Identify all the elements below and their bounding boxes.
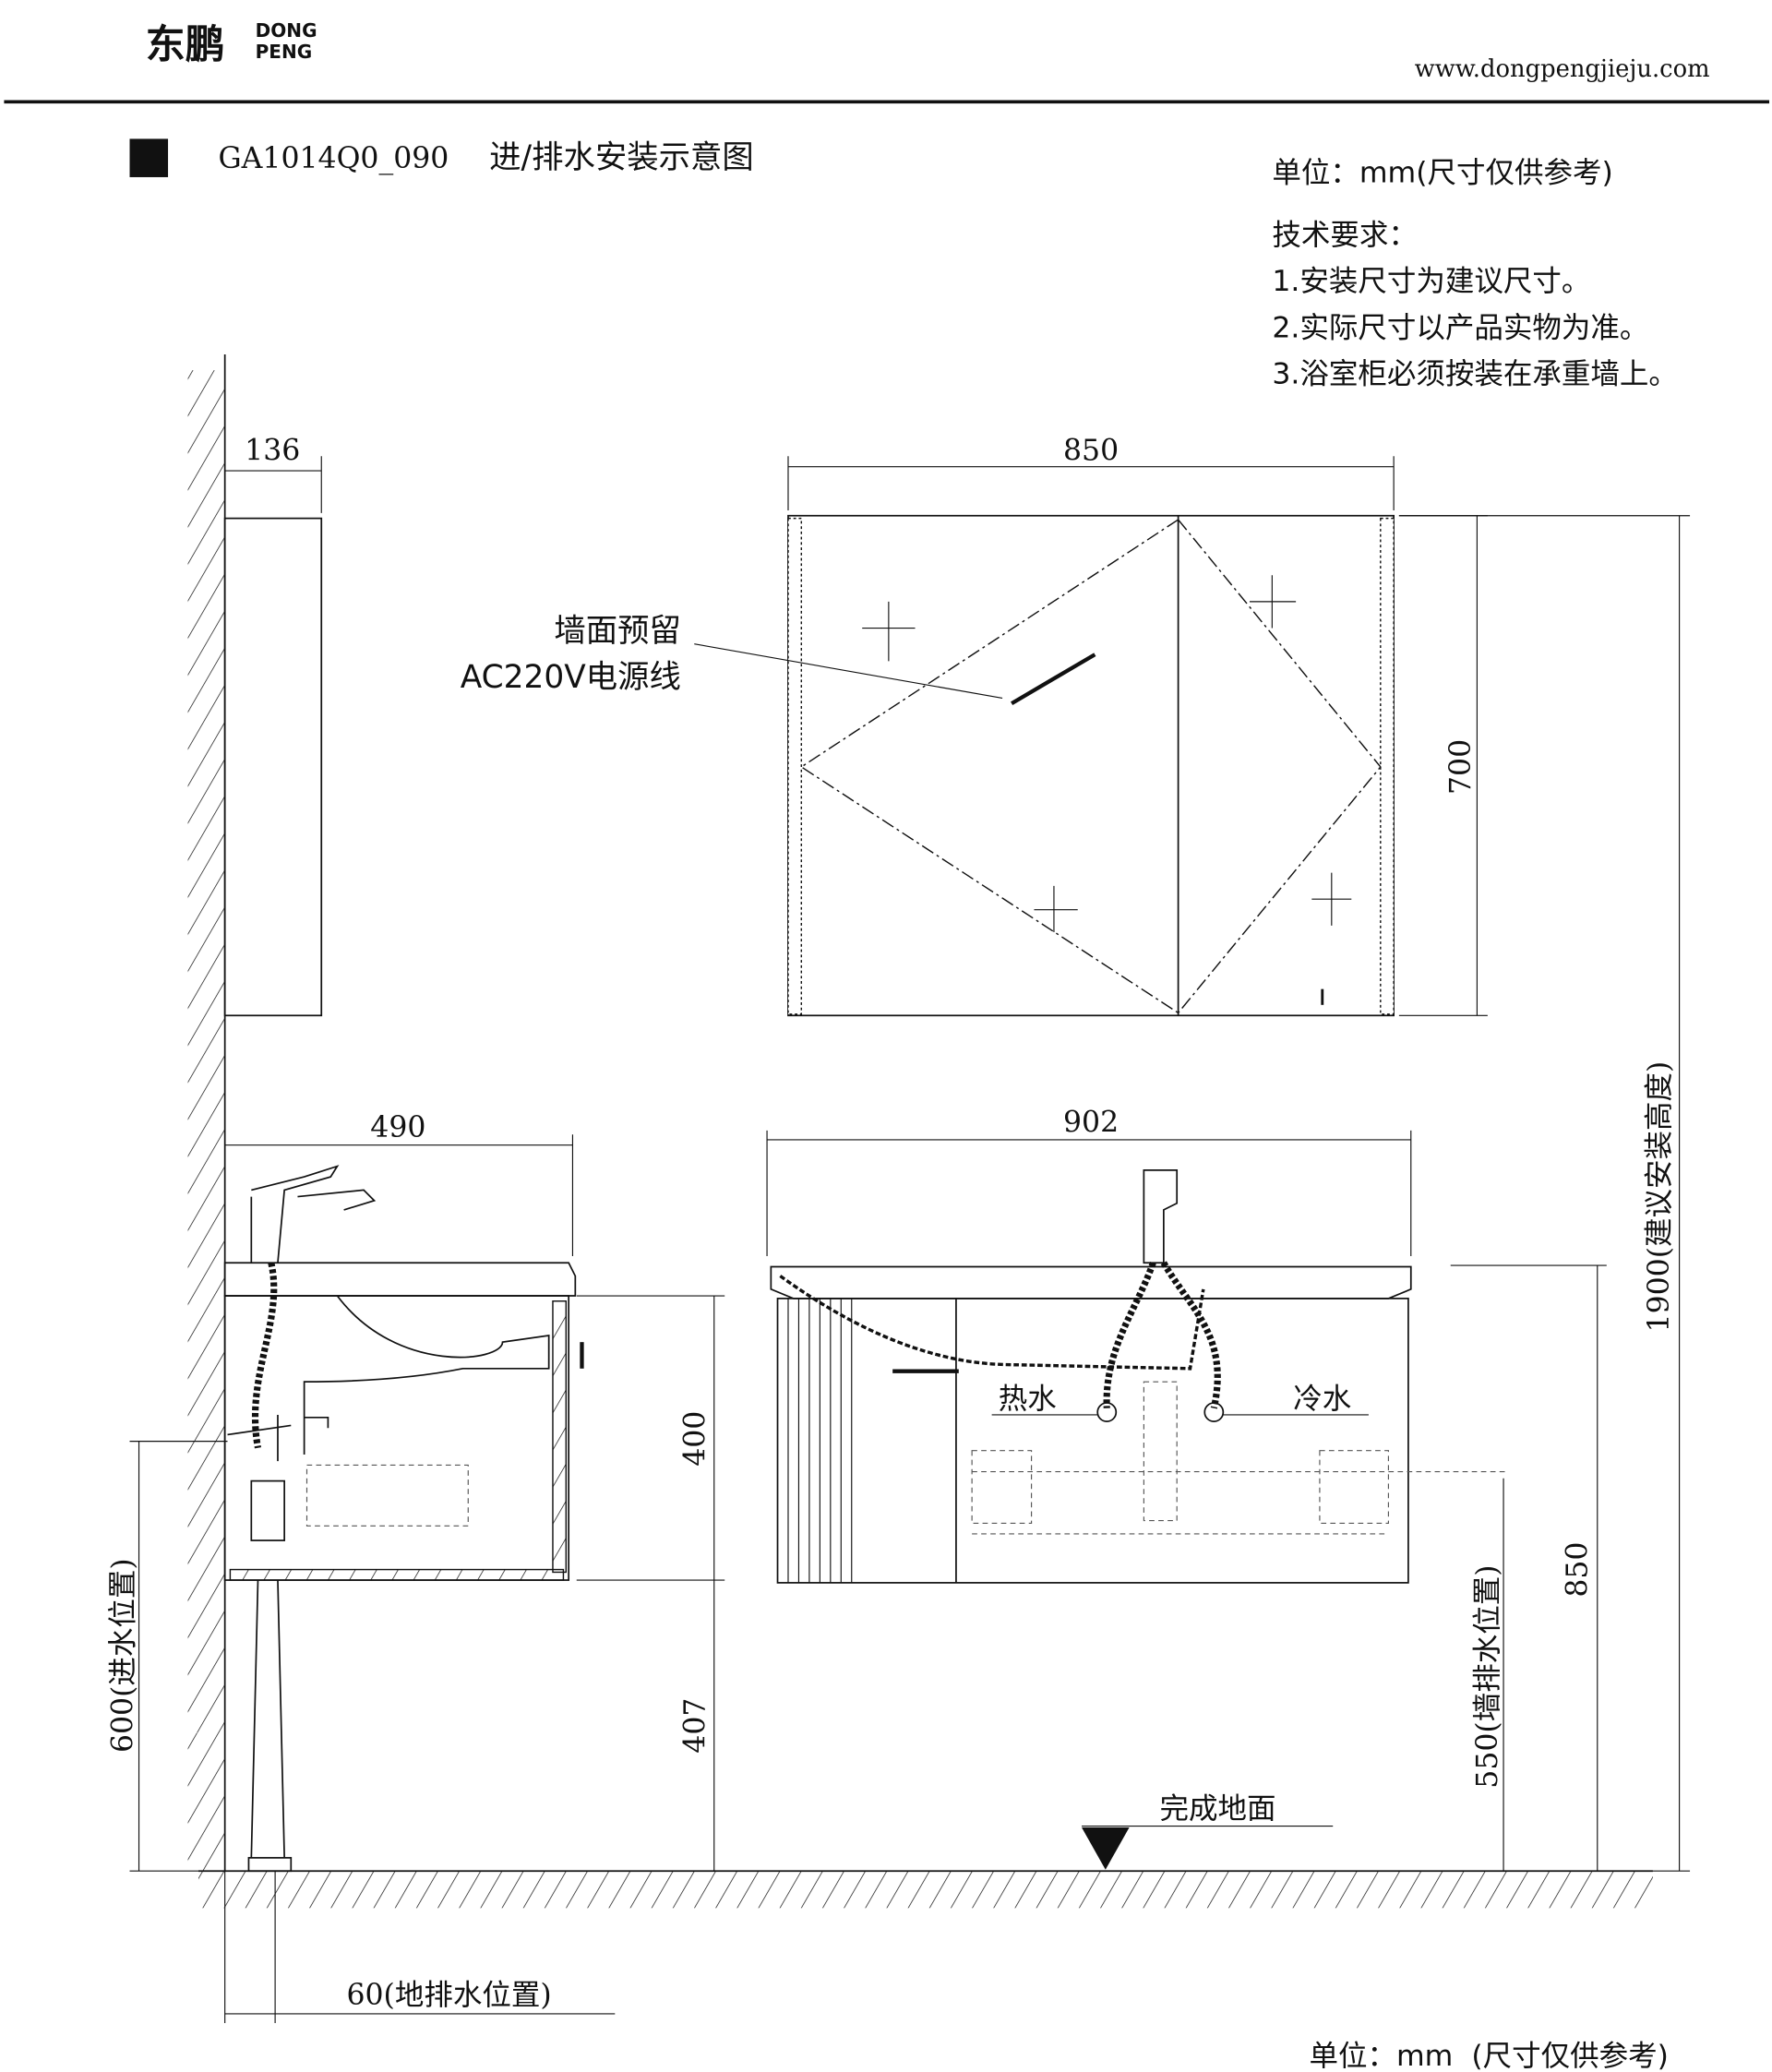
svg-text:东鹏: 东鹏 — [146, 22, 225, 68]
power-label-line1: 墙面预留 — [554, 613, 680, 650]
dim-mirror-height: 700 — [1444, 739, 1478, 795]
dim-inlet-position: 600(进水位置) — [106, 1558, 139, 1753]
tech-requirement: 2.实际尺寸以产品实物为准。 — [1272, 311, 1648, 344]
dim-cabinet-depth: 490 — [370, 1111, 425, 1144]
floor-level-marker-icon — [1082, 1826, 1130, 1870]
website-url: www.dongpengjieju.com — [1415, 55, 1710, 83]
tech-requirement: 1.安装尺寸为建议尺寸。 — [1272, 265, 1590, 298]
dim-cabinet-height: 400 — [679, 1411, 712, 1467]
hot-water-label: 热水 — [999, 1383, 1057, 1416]
dim-floor-drain: 60(地排水位置) — [346, 1979, 551, 2012]
dim-wall-drain: 550(墙排水位置) — [1471, 1565, 1504, 1789]
floor — [198, 1870, 1653, 1909]
tech-requirements-heading: 技术要求： — [1272, 219, 1418, 252]
svg-text:PENG: PENG — [256, 41, 313, 63]
dim-floor-gap: 407 — [679, 1698, 712, 1754]
dim-install-height: 1900(建议安装高度) — [1643, 1061, 1676, 1333]
cabinet-front-view — [770, 1169, 1508, 1584]
dim-mirror-depth: 136 — [245, 435, 300, 468]
wall — [187, 353, 226, 1872]
power-label-line2: AC220V电源线 — [461, 659, 681, 696]
tech-requirement: 3.浴室柜必须按装在承重墙上。 — [1272, 357, 1678, 390]
title-marker-icon — [129, 138, 169, 177]
power-leader-arrow — [694, 643, 1003, 700]
cabinet-side-view — [223, 1165, 584, 1873]
dim-top-height: 850 — [1561, 1542, 1594, 1598]
footer-unit-note: 单位：mm (尺寸仅供参考) — [1309, 2040, 1668, 2072]
dim-cabinet-width: 902 — [1063, 1106, 1119, 1139]
unit-note: 单位：mm(尺寸仅供参考) — [1272, 157, 1612, 190]
cold-water-label: 冷水 — [1293, 1383, 1351, 1416]
finished-floor-label: 完成地面 — [1160, 1792, 1276, 1826]
svg-text:DONG: DONG — [256, 19, 317, 42]
model-number: GA1014Q0_090 — [218, 142, 449, 175]
mirror-cabinet-front — [787, 514, 1395, 1017]
drawing-title: 进/排水安装示意图 — [489, 139, 754, 176]
dim-mirror-width: 850 — [1063, 435, 1119, 468]
brand-logo: 东鹏 DONG PENG — [146, 19, 317, 68]
mirror-side-view — [223, 456, 323, 1017]
